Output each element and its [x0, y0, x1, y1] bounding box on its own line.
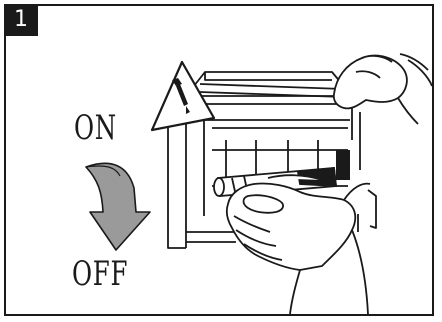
down-arrow-icon: [86, 163, 150, 250]
upper-hand: [334, 54, 432, 124]
lower-hand: [227, 175, 370, 314]
